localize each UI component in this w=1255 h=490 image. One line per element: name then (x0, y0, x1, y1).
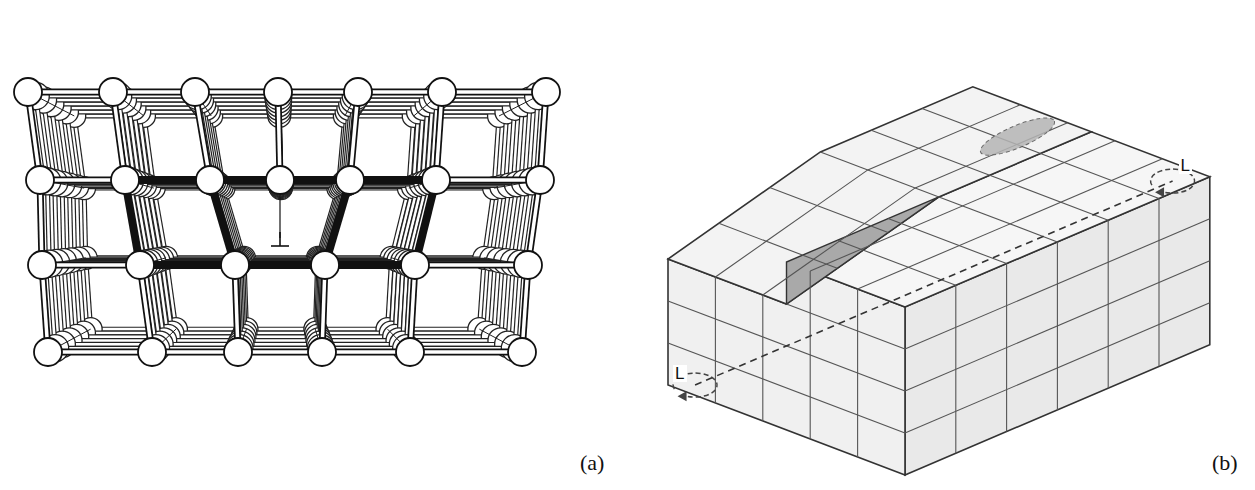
atom (532, 78, 560, 106)
atom (224, 338, 252, 366)
atom (396, 338, 424, 366)
grid-line (990, 175, 1108, 220)
grid-line (837, 240, 956, 285)
grid-line (668, 343, 905, 433)
grid-line (939, 197, 1058, 242)
atom (336, 166, 364, 194)
atom (526, 166, 554, 194)
panel-label: (b) (1212, 452, 1238, 474)
grid-line (810, 141, 1115, 271)
edge-dislocation-lattice (14, 78, 560, 366)
dislocation-symbol (271, 245, 289, 247)
shaded-slip-region (976, 111, 1058, 163)
line-label: L (673, 365, 686, 382)
atom (311, 251, 339, 279)
lattice-bond (442, 90, 546, 94)
grid-line (715, 105, 1020, 277)
atom (196, 166, 224, 194)
atom (428, 78, 456, 106)
atom (266, 166, 294, 194)
lattice-bond (48, 349, 152, 356)
grid-line (770, 188, 889, 233)
grid-line (905, 261, 1210, 391)
grid-line (888, 219, 1007, 264)
lattice-bond (410, 350, 522, 354)
lattice-bond (415, 262, 528, 269)
grid-line (905, 303, 1210, 433)
atom (508, 338, 536, 366)
grid-line (762, 295, 763, 421)
atom (138, 338, 166, 366)
lattice-bond (436, 178, 540, 182)
grid-line (1041, 154, 1160, 199)
panel-label: (a) (580, 452, 604, 474)
half-plane-line (279, 194, 280, 238)
atom (28, 251, 56, 279)
atom (181, 78, 209, 106)
arrow-head (678, 391, 687, 401)
lattice-back-layer (30, 87, 543, 358)
grid-line (820, 152, 939, 197)
lattice-back-layer (22, 82, 552, 361)
atom (264, 78, 292, 106)
dislocation-symbol (279, 232, 281, 246)
atom (26, 166, 54, 194)
atom (308, 338, 336, 366)
atom (514, 251, 542, 279)
atom (99, 78, 127, 106)
atom (14, 78, 42, 106)
atom (126, 251, 154, 279)
lattice-back-layer (38, 91, 535, 353)
grid-line (858, 159, 1163, 289)
grid-line (715, 277, 716, 403)
atom (221, 251, 249, 279)
atom (34, 338, 62, 366)
screw-dislocation-block (668, 87, 1210, 475)
grid-line (871, 130, 990, 175)
grid-line (763, 123, 1068, 295)
atom (344, 78, 372, 106)
atom (111, 166, 139, 194)
line-label: L (1179, 157, 1192, 174)
atom (422, 166, 450, 194)
grid-line (719, 223, 838, 268)
lattice-bond (415, 263, 528, 267)
atom (401, 251, 429, 279)
arrow-head (1155, 187, 1164, 197)
slipped-top-face (668, 87, 1091, 304)
lattice-bond (442, 89, 546, 96)
lattice-bond (48, 350, 152, 354)
lattice-bond (436, 177, 540, 184)
grid-line (787, 304, 906, 349)
dislocation-line (695, 181, 1173, 385)
lattice-bond (410, 349, 522, 356)
